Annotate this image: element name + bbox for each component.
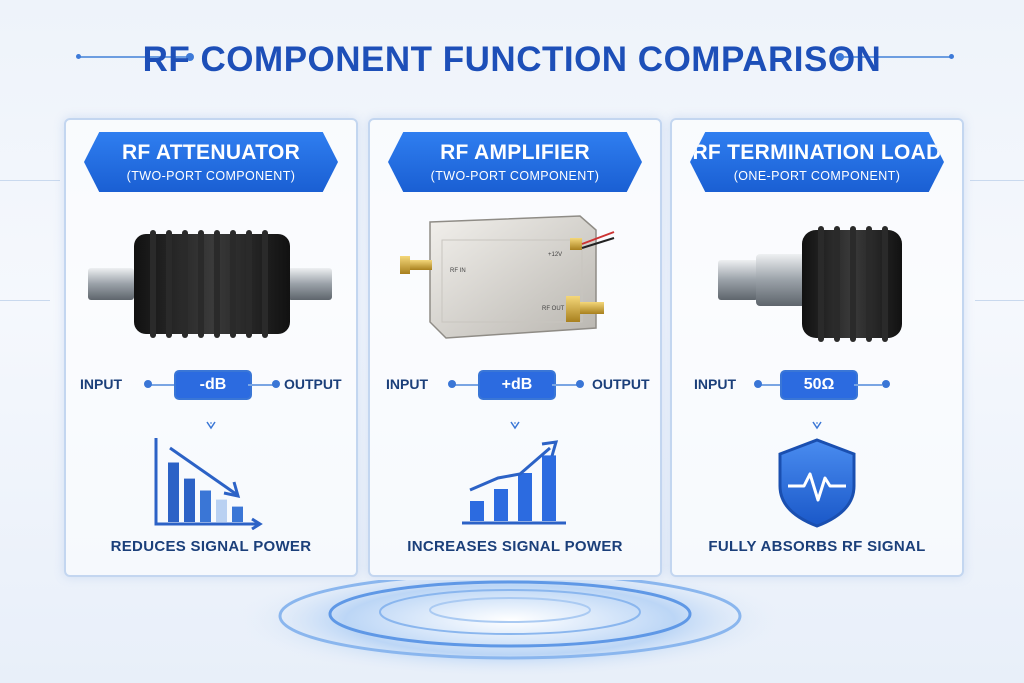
icon-bar xyxy=(200,490,211,522)
decreasing-bar-chart-icon xyxy=(154,420,263,530)
title-decoration-right xyxy=(836,53,954,61)
signal-flow: INPUT -dB OUTPUT xyxy=(66,368,356,400)
icon-bar xyxy=(494,489,508,521)
icon-bar xyxy=(542,455,556,521)
effect-text: FULLY ABSORBS RF SIGNAL xyxy=(708,538,926,555)
input-label: INPUT xyxy=(694,376,736,392)
effect-text: INCREASES SIGNAL POWER xyxy=(407,538,623,555)
rf-out-label: RF OUT xyxy=(542,306,565,312)
input-label: INPUT xyxy=(386,376,428,392)
amplifier-device-image: RF IN RF OUT +12V xyxy=(400,215,615,339)
background-line xyxy=(975,300,1024,301)
attenuation-badge: -dB xyxy=(174,370,252,400)
shield-signal-icon xyxy=(778,420,856,528)
card-subtitle: (TWO-PORT COMPONENT) xyxy=(430,169,600,183)
card-title: RF AMPLIFIER xyxy=(440,141,590,164)
page-title: RF COMPONENT FUNCTION COMPARISON xyxy=(142,40,882,79)
icon-bar xyxy=(470,501,484,521)
background-line xyxy=(0,180,60,181)
icon-bar xyxy=(184,478,195,522)
icon-bar xyxy=(168,462,179,522)
icon-bar xyxy=(216,499,227,522)
attenuator-device-image xyxy=(88,230,332,338)
increasing-bar-chart-icon xyxy=(462,420,566,525)
background-line xyxy=(0,300,50,301)
icon-bar xyxy=(232,506,243,522)
input-label: INPUT xyxy=(80,376,122,392)
background-line xyxy=(970,180,1024,181)
icon-bar xyxy=(518,473,532,521)
card-rf-attenuator: RF ATTENUATOR (TWO-PORT COMPONENT) INPUT… xyxy=(64,118,358,577)
signal-flow: INPUT +dB OUTPUT xyxy=(370,368,660,400)
card-rf-amplifier: RF AMPLIFIER (TWO-PORT COMPONENT) RF IN … xyxy=(368,118,662,577)
card-subtitle: (TWO-PORT COMPONENT) xyxy=(126,169,296,183)
card-header: RF TERMINATION LOAD (ONE-PORT COMPONENT) xyxy=(690,132,944,192)
rf-in-label: RF IN xyxy=(450,268,466,274)
output-label: OUTPUT xyxy=(592,376,650,392)
card-title: RF ATTENUATOR xyxy=(121,141,301,164)
termination-device-image xyxy=(718,226,902,342)
output-label: OUTPUT xyxy=(284,376,342,392)
card-subtitle: (ONE-PORT COMPONENT) xyxy=(733,169,901,183)
card-header: RF AMPLIFIER (TWO-PORT COMPONENT) xyxy=(388,132,642,192)
signal-flow: INPUT 50Ω xyxy=(672,368,962,400)
card-header: RF ATTENUATOR (TWO-PORT COMPONENT) xyxy=(84,132,338,192)
card-rf-termination-load: RF TERMINATION LOAD (ONE-PORT COMPONENT)… xyxy=(670,118,964,577)
glowing-platform-decoration xyxy=(235,580,785,678)
effect-text: REDUCES SIGNAL POWER xyxy=(110,538,312,555)
title-decoration-left xyxy=(76,53,194,61)
power-label: +12V xyxy=(548,252,562,258)
gain-badge: +dB xyxy=(478,370,556,400)
card-title: RF TERMINATION LOAD xyxy=(692,141,942,164)
impedance-badge: 50Ω xyxy=(780,370,858,400)
